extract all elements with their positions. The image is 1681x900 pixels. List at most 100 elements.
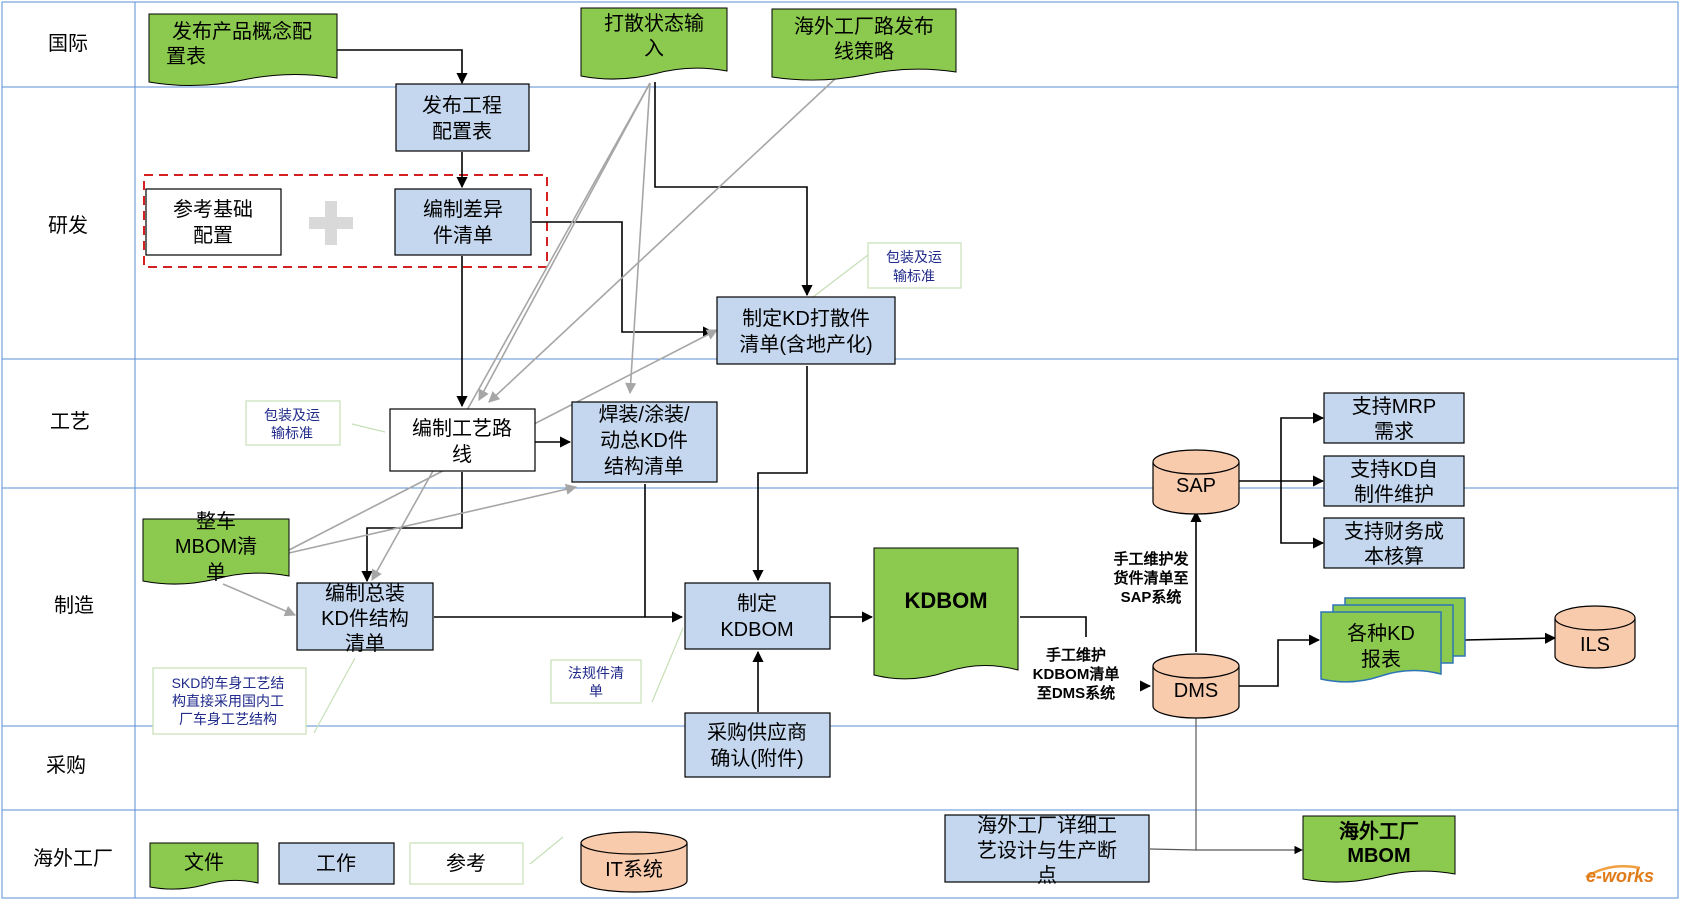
svg-text:制件维护: 制件维护 [1354,483,1434,506]
svg-text:报表: 报表 [1361,648,1401,671]
box-assembly-kd: 编制总装 KD件结构 清单 [296,582,434,655]
lane-label-process: 工艺 [50,410,90,433]
doc-scatter-input: 打散状态输 入 [580,7,728,80]
svg-text:参考基础: 参考基础 [173,198,253,221]
svg-text:手工维护发: 手工维护发 [1113,550,1189,568]
svg-text:整车: 整车 [196,510,236,533]
svg-text:参考: 参考 [446,852,486,875]
svg-text:艺设计与生产断: 艺设计与生产断 [977,839,1117,862]
doc-overseas-route: 海外工厂路发布 线策略 [771,8,957,81]
svg-text:置表: 置表 [166,45,206,68]
box-mrp: 支持MRP 需求 [1323,392,1465,444]
cylinder-ils: ILS [1554,605,1636,669]
note-pack-std-1: 包装及运 输标准 [867,242,962,289]
box-overseas-design: 海外工厂详细工 艺设计与生产断 点 [944,814,1150,887]
svg-text:SAP: SAP [1176,475,1216,497]
dms-to-mbom-connector [1195,717,1303,855]
svg-text:KDBOM: KDBOM [904,588,987,613]
svg-text:编制工艺路: 编制工艺路 [412,417,512,440]
svg-text:工作: 工作 [316,852,356,875]
svg-text:MBOM清: MBOM清 [175,535,257,558]
svg-text:动总KD件: 动总KD件 [600,429,688,452]
svg-text:法规件清: 法规件清 [568,665,624,681]
svg-text:文件: 文件 [184,851,224,874]
svg-text:MBOM: MBOM [1347,845,1410,867]
svg-text:单: 单 [206,561,226,584]
svg-text:配置: 配置 [193,225,233,247]
svg-text:KDBOM清单: KDBOM清单 [1033,665,1120,683]
lane-label-rd: 研发 [48,214,88,237]
note-to-dms: 手工维护 KDBOM清单 至DMS系统 [1033,646,1120,702]
svg-text:制定KD打散件: 制定KD打散件 [742,307,870,330]
svg-text:构直接采用国内工: 构直接采用国内工 [172,693,284,709]
legend-doc: 文件 [149,842,259,890]
svg-text:SKD的车身工艺结: SKD的车身工艺结 [172,675,285,691]
svg-text:点: 点 [1037,864,1057,887]
svg-text:结构清单: 结构清单 [604,455,684,478]
svg-text:焊装/涂装/: 焊装/涂装/ [598,403,690,426]
lane-label-intl: 国际 [48,32,88,55]
svg-text:打散状态输: 打散状态输 [604,12,704,35]
legend-ref: 参考 [409,842,524,885]
box-publish-eng: 发布工程 配置表 [395,83,530,152]
svg-text:线策略: 线策略 [834,40,894,63]
svg-text:输标准: 输标准 [271,425,313,441]
svg-text:线: 线 [452,443,472,466]
note-regulation: 法规件清 单 [550,659,642,704]
doc-overseas-mbom: 海外工厂 MBOM [1302,815,1456,883]
svg-text:编制总装: 编制总装 [325,582,405,605]
note-pack-std-2: 包装及运 输标准 [245,400,341,446]
box-kd-scatter: 制定KD打散件 清单(含地产化) [716,296,896,365]
design-to-mbom-connector [1149,848,1197,851]
svg-text:厂车身工艺结构: 厂车身工艺结构 [179,711,277,727]
box-finance: 支持财务成 本核算 [1323,517,1465,569]
svg-text:包装及运: 包装及运 [886,249,942,265]
svg-text:支持MRP: 支持MRP [1352,395,1436,418]
svg-text:货件清单至: 货件清单至 [1113,569,1188,587]
svg-text:制定: 制定 [737,592,777,615]
doc-kd-reports: 各种KD 报表 [1320,597,1466,683]
doc-vehicle-mbom: 整车 MBOM清 单 [142,510,290,585]
svg-text:各种KD: 各种KD [1347,622,1415,645]
svg-text:海外工厂路发布: 海外工厂路发布 [794,15,934,38]
svg-text:单: 单 [589,683,603,699]
svg-text:SAP系统: SAP系统 [1121,588,1182,606]
svg-text:需求: 需求 [1374,420,1414,443]
cylinder-sap: SAP [1152,449,1240,515]
svg-text:ILS: ILS [1580,634,1610,656]
svg-text:入: 入 [644,38,664,60]
note-leaders [313,254,869,865]
doc-publish-concept: 发布产品概念配 置表 [148,13,338,87]
svg-text:本核算: 本核算 [1364,545,1424,568]
note-to-sap: 手工维护发 货件清单至 SAP系统 [1113,550,1189,606]
lane-label-mfg: 制造 [54,594,94,617]
gray-connectors [222,77,837,617]
svg-text:海外工厂: 海外工厂 [1339,819,1419,843]
svg-text:件清单: 件清单 [433,224,493,247]
box-weld-paint: 焊装/涂装/ 动总KD件 结构清单 [571,401,718,483]
legend-it: IT系统 [580,831,688,893]
svg-text:海外工厂详细工: 海外工厂详细工 [977,814,1117,837]
svg-text:至DMS系统: 至DMS系统 [1037,684,1115,702]
svg-text:编制差异: 编制差异 [423,198,503,221]
svg-text:KD件结构: KD件结构 [321,607,409,630]
doc-kdbom: KDBOM [873,547,1019,680]
box-ref-base: 参考基础 配置 [145,188,282,256]
svg-text:e-works: e-works [1586,866,1654,886]
cylinder-dms: DMS [1152,653,1240,719]
svg-text:KDBOM: KDBOM [720,619,793,641]
plus-icon [309,201,353,245]
svg-text:清单: 清单 [345,632,385,655]
lane-label-purchase: 采购 [46,754,86,777]
svg-text:包装及运: 包装及运 [264,407,320,423]
box-process-route: 编制工艺路 线 [389,408,536,472]
eworks-logo: e-works [1585,865,1654,886]
svg-text:IT系统: IT系统 [605,858,663,881]
svg-text:支持KD自: 支持KD自 [1350,458,1438,481]
svg-text:手工维护: 手工维护 [1046,646,1106,664]
svg-text:采购供应商: 采购供应商 [707,721,807,744]
svg-text:DMS: DMS [1174,680,1218,702]
note-skd: SKD的车身工艺结 构直接采用国内工 厂车身工艺结构 [152,667,307,735]
